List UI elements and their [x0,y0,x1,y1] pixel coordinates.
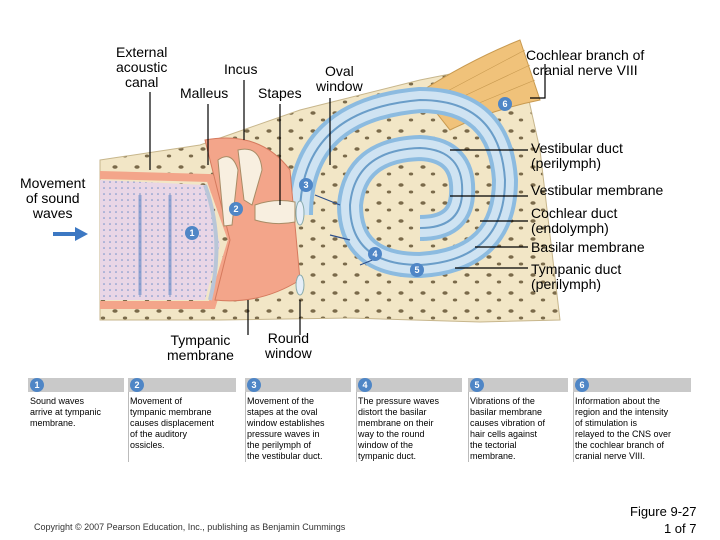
label-vestibular-membrane: Vestibular membrane [531,182,664,198]
marker-3: 3 [299,178,313,192]
marker-4: 4 [368,247,382,261]
figure-page: 1 of 7 [663,521,697,536]
sound-arrow [53,227,88,241]
label-basilar-membrane: Basilar membrane [531,239,645,255]
figure-title: Figure 9-27 [630,504,697,519]
oval-window-shape [295,200,305,226]
marker-5: 5 [410,263,424,277]
label-malleus: Malleus [180,85,229,101]
step-3: 3 Movement of the stapes at the oval win… [245,378,351,468]
step-2: 2 Movement of tympanic membrane causes d… [128,378,236,468]
label-external-acoustic-canal: External acoustic canal [116,44,168,90]
step-5: 5 Vibrations of the basilar membrane cau… [468,378,568,468]
label-tympanic-duct: Tympanic duct (perilymph) [531,261,622,292]
label-round-window: Round window [265,330,312,361]
step-1: 1 Sound waves arrive at tympanic membran… [28,378,124,468]
tympanic-membrane-shape [203,184,219,301]
leader-lines [149,64,546,335]
marker-2: 2 [229,202,243,216]
label-tympanic-membrane: Tympanic membrane [167,332,234,363]
step-5-text: Vibrations of the basilar membrane cause… [470,396,546,461]
label-incus: Incus [224,61,258,77]
external-canal [100,180,220,300]
marker-1: 1 [185,226,199,240]
label-cochlear-duct: Cochlear duct (endolymph) [531,205,618,236]
marker-6: 6 [498,97,512,111]
step-4-text: The pressure waves distort the basilar m… [358,396,440,461]
step-3-text: Movement of the stapes at the oval windo… [247,396,325,461]
step-4: 4 The pressure waves distort the basilar… [356,378,462,468]
incus-shape [237,148,263,206]
stapes-shape [254,200,296,225]
step-6: 6 Information about the region and the i… [573,378,691,468]
copyright: Copyright © 2007 Pearson Education, Inc.… [34,522,346,532]
label-oval-window: Oval window [316,63,363,94]
label-stapes: Stapes [258,85,302,101]
step-2-text: Movement of tympanic membrane causes dis… [130,396,215,450]
figure-caption: Figure 9-27 1 of 7 [630,503,696,537]
round-window-shape [295,274,305,296]
step-6-text: Information about the region and the int… [575,396,672,461]
label-vestibular-duct: Vestibular duct (perilymph) [531,140,623,171]
label-cochlear-branch: Cochlear branch of cranial nerve VIII [526,47,645,78]
label-movement-sound-waves: Movement of sound waves [20,175,86,221]
step-1-text: Sound waves arrive at tympanic membrane. [30,396,102,428]
